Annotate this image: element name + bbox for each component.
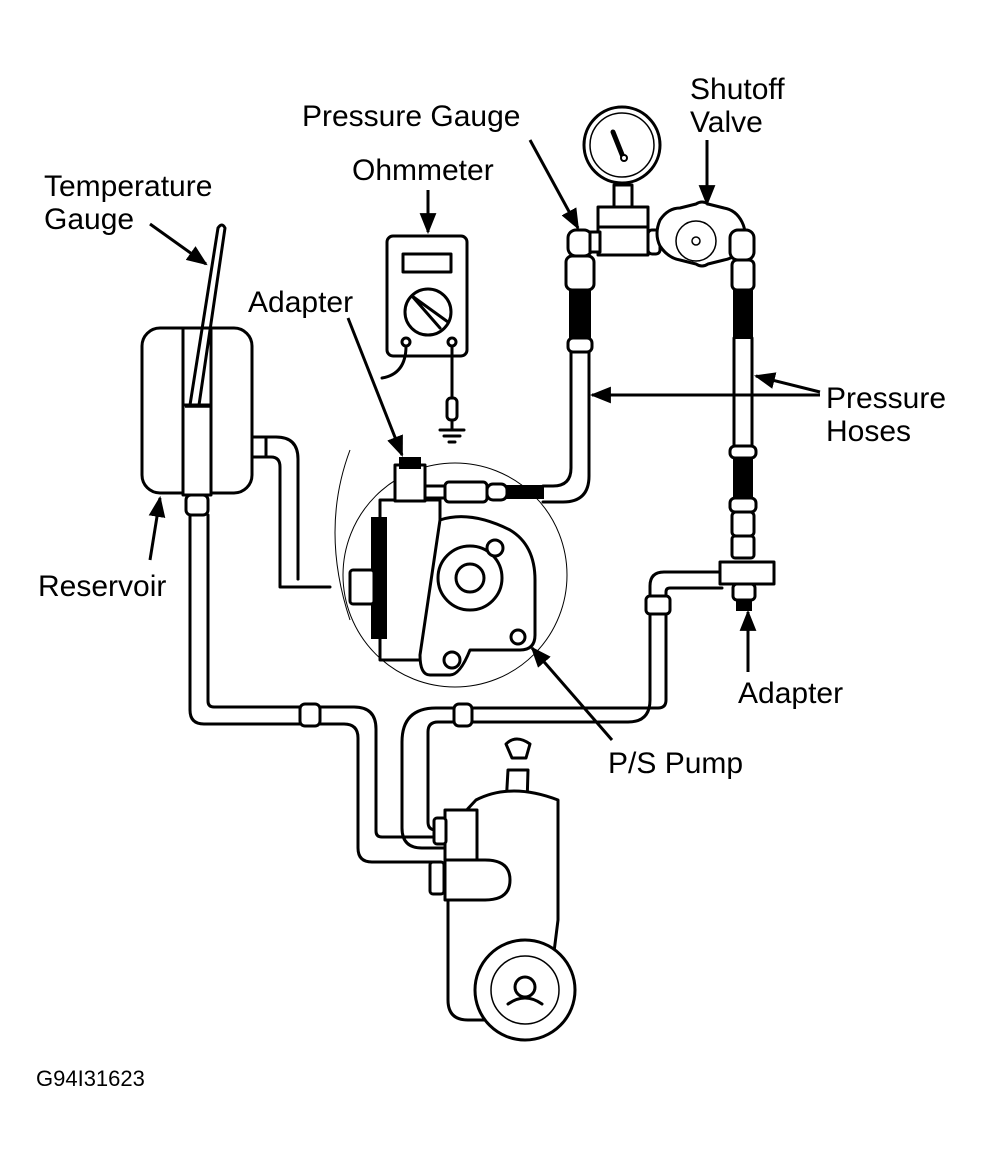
ps-pump — [334, 449, 568, 688]
label-pressure-hoses-2: Hoses — [826, 415, 911, 448]
figure-code: G94I31623 — [36, 1066, 145, 1091]
arrow-ps-pump — [530, 646, 614, 741]
label-temperature-gauge-2: Gauge — [44, 203, 134, 236]
arrow-adapter-top — [346, 317, 404, 457]
steering-gear — [428, 737, 577, 1042]
temperature-gauge-probe — [188, 223, 227, 407]
label-ps-pump: P/S Pump — [608, 747, 743, 780]
label-shutoff-valve-1: Shutoff — [690, 73, 785, 106]
arrow-temperature-gauge — [149, 222, 208, 266]
label-ohmmeter: Ohmmeter — [352, 154, 494, 187]
label-pressure-hoses-1: Pressure — [826, 382, 946, 415]
callout-arrows — [148, 139, 821, 741]
pressure-gauge — [582, 105, 662, 257]
arrow-pressure-gauge — [528, 139, 580, 230]
arrow-pressure-hoses-right — [753, 372, 821, 394]
pressure-line-to-gear — [400, 570, 724, 850]
label-temperature-gauge-1: Temperature — [44, 170, 212, 203]
label-adapter-top: Adapter — [248, 286, 353, 319]
ohmmeter — [380, 234, 469, 444]
reservoir — [140, 326, 332, 589]
pressure-hose-right — [718, 228, 776, 611]
label-pressure-gauge: Pressure Gauge — [302, 100, 520, 133]
label-reservoir: Reservoir — [38, 570, 166, 603]
label-adapter-right: Adapter — [738, 677, 843, 710]
pressure-hose-left — [541, 228, 596, 504]
arrow-reservoir — [148, 495, 166, 561]
label-shutoff-valve-2: Valve — [690, 106, 763, 139]
return-hose — [188, 513, 440, 864]
